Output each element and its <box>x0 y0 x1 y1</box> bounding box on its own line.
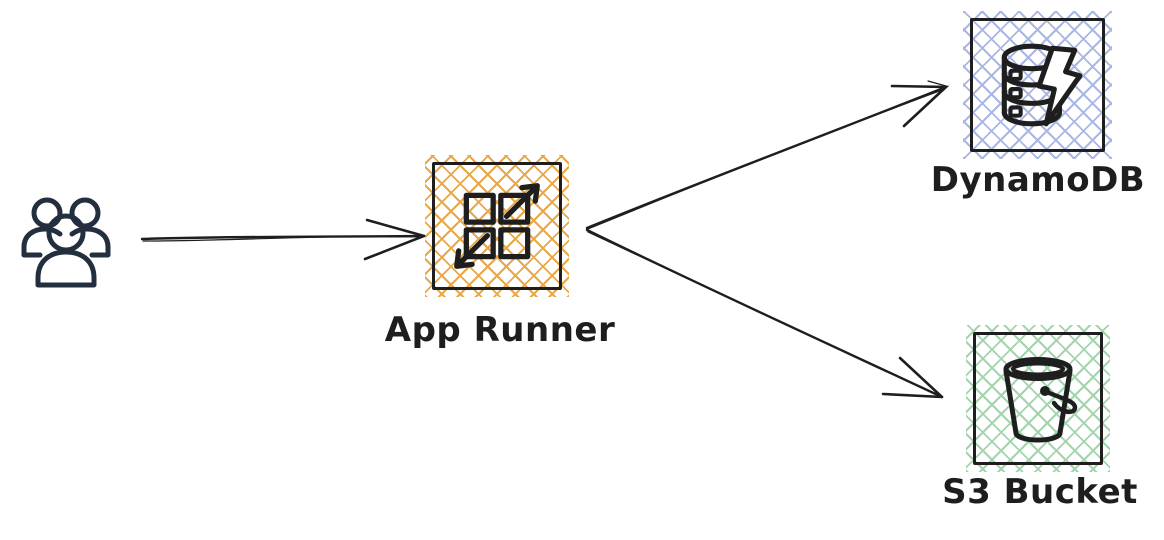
app-runner-frame <box>432 162 562 290</box>
users-icon <box>21 197 111 288</box>
crosshatch-fill-orange <box>425 155 569 297</box>
node-users <box>18 188 114 288</box>
dynamodb-icon <box>1001 43 1082 127</box>
app-runner-icon <box>454 183 540 269</box>
s3-frame <box>973 332 1103 465</box>
edge-app-runner-to-dynamodb <box>585 80 950 230</box>
dynamodb-frame <box>970 18 1105 152</box>
s3-bucket-icon <box>1003 356 1078 442</box>
s3-bucket-label: S3 Bucket <box>942 472 1138 512</box>
crosshatch-fill-green <box>966 325 1110 472</box>
edge-users-to-app-runner <box>140 218 429 261</box>
app-runner-label: App Runner <box>384 310 616 350</box>
edge-app-runner-to-s3 <box>585 228 944 399</box>
dynamodb-label: DynamoDB <box>930 160 1146 200</box>
